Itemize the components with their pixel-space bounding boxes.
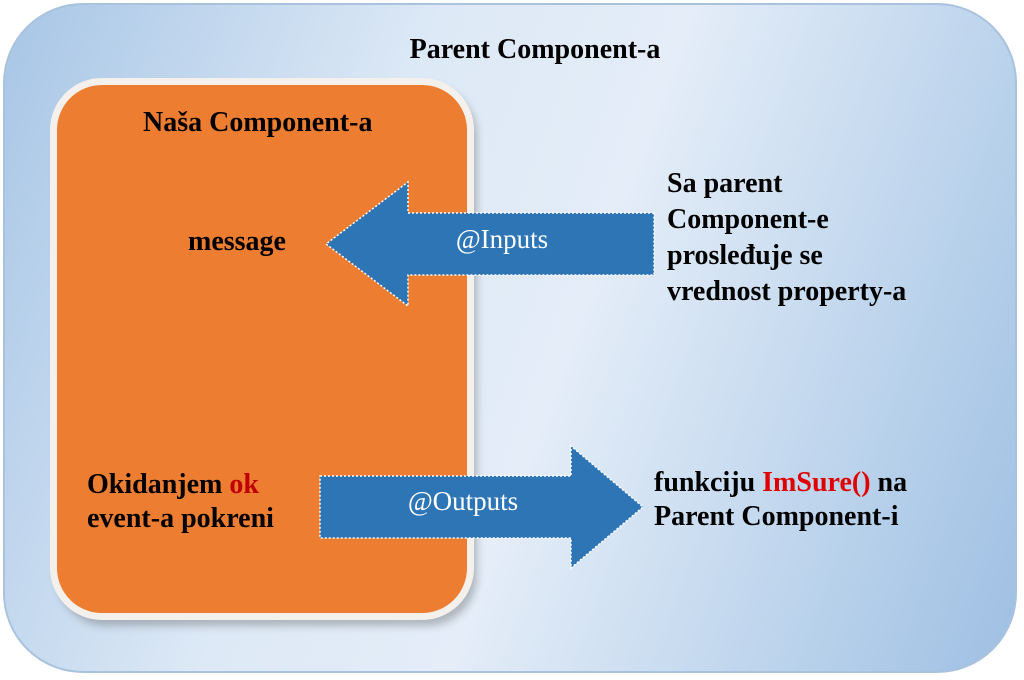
trigger-prefix: Okidanjem — [87, 469, 230, 500]
inputs-description-line: prosleđuje se — [667, 240, 823, 271]
inputs-description-line: vrednost property-a — [667, 276, 907, 307]
message-property-label: message — [188, 226, 286, 257]
inputs-arrow — [324, 180, 655, 308]
outputs-function-name: ImSure() — [762, 467, 871, 498]
trigger-event-name: ok — [229, 469, 259, 500]
inputs-arrow-label: @Inputs — [456, 224, 548, 254]
outputs-desc-prefix: funkciju — [654, 467, 763, 498]
inputs-description-line: Component-e — [667, 204, 829, 235]
parent-component-title: Parent Component-a — [409, 34, 661, 65]
trigger-description: Okidanjem ok event-a pokreni — [87, 468, 274, 536]
outputs-description: funkciju ImSure() na Parent Component-i — [654, 466, 907, 534]
inputs-description-line: Sa parent — [667, 168, 783, 199]
outputs-desc-suffix: na — [870, 467, 908, 498]
outputs-desc-line-2: Parent Component-i — [654, 501, 899, 532]
outputs-arrow — [319, 444, 645, 570]
outputs-arrow-label: @Outputs — [408, 486, 518, 516]
inputs-description: Sa parent Component-e prosleđuje se vred… — [667, 166, 906, 310]
trigger-line-2: event-a pokreni — [87, 503, 274, 534]
child-component-title: Naša Component-a — [143, 107, 373, 138]
